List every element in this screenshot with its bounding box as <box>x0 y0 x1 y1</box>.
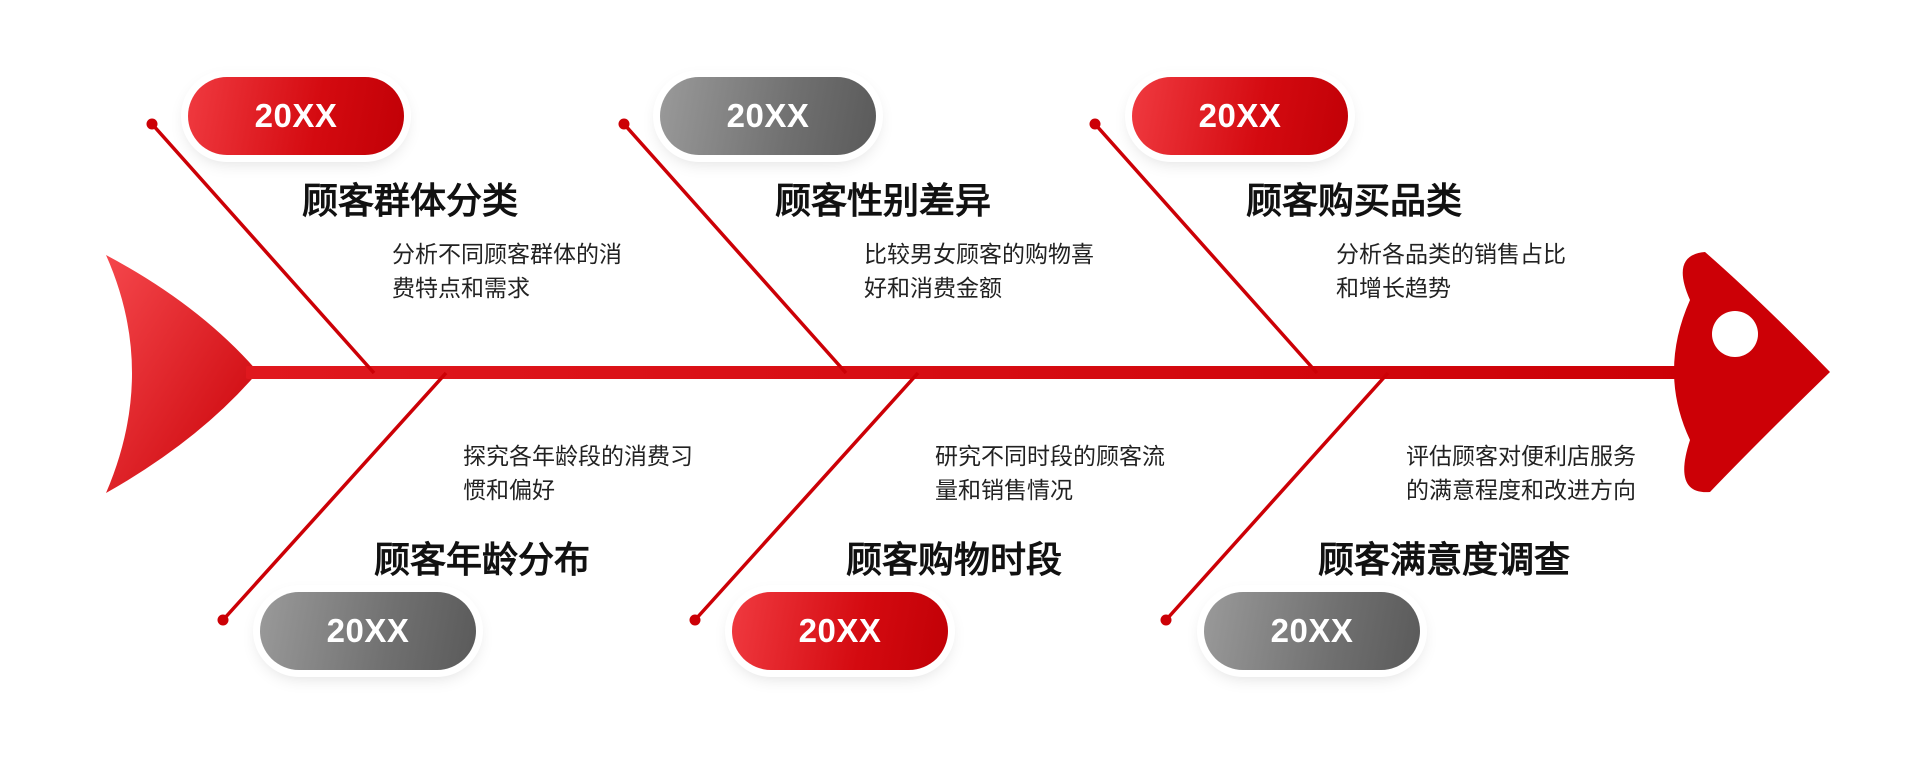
year-pill-6: 20XX <box>1204 592 1420 670</box>
fish-head <box>1674 252 1830 493</box>
branch-title-5: 顾客购物时段 <box>846 540 1063 581</box>
bone-5 <box>693 371 920 622</box>
fish-spine <box>246 366 1706 379</box>
branch-desc-3-line-2: 和增长趋势 <box>1336 276 1451 302</box>
year-pill-2: 20XX <box>660 77 876 155</box>
branch-title-4: 顾客年龄分布 <box>374 540 591 581</box>
bone-2-dot <box>618 118 630 130</box>
bone-1 <box>150 122 376 375</box>
branch-desc-2-line-2: 好和消费金额 <box>864 276 1002 302</box>
bone-6-dot <box>1160 614 1172 626</box>
branch-desc-2-line-1: 比较男女顾客的购物喜 <box>864 242 1094 268</box>
branch-title-1: 顾客群体分类 <box>302 181 519 222</box>
branch-desc-4: 探究各年龄段的消费习 惯和偏好 <box>463 440 723 508</box>
branch-title-2: 顾客性别差异 <box>775 181 992 222</box>
branch-desc-5-line-1: 研究不同时段的顾客流 <box>935 444 1165 470</box>
year-pill-4: 20XX <box>260 592 476 670</box>
year-pill-1: 20XX <box>188 77 404 155</box>
bone-1-dot <box>146 118 158 130</box>
branch-title-3: 顾客购买品类 <box>1246 181 1463 222</box>
branch-desc-6: 评估顾客对便利店服务 的满意程度和改进方向 <box>1406 440 1666 508</box>
branch-desc-4-line-2: 惯和偏好 <box>463 478 555 504</box>
bone-3-dot <box>1089 118 1101 130</box>
branch-desc-3-line-1: 分析各品类的销售占比 <box>1336 242 1566 268</box>
fish-tail <box>106 255 258 493</box>
branch-desc-6-line-2: 的满意程度和改进方向 <box>1406 478 1636 504</box>
branch-desc-1-line-1: 分析不同顾客群体的消 <box>392 242 622 268</box>
bone-4 <box>221 371 448 622</box>
year-pill-3: 20XX <box>1132 77 1348 155</box>
bone-3 <box>1093 122 1319 375</box>
branch-desc-6-line-1: 评估顾客对便利店服务 <box>1406 444 1636 470</box>
branch-desc-5-line-2: 量和销售情况 <box>935 478 1073 504</box>
branch-desc-1-line-2: 费特点和需求 <box>392 276 530 302</box>
branch-desc-3: 分析各品类的销售占比 和增长趋势 <box>1336 238 1596 306</box>
bone-6 <box>1164 371 1390 622</box>
branch-desc-4-line-1: 探究各年龄段的消费习 <box>463 444 693 470</box>
bone-2 <box>622 122 848 375</box>
bone-4-dot <box>217 614 229 626</box>
branch-title-6: 顾客满意度调查 <box>1318 540 1571 581</box>
branch-desc-1: 分析不同顾客群体的消 费特点和需求 <box>392 238 652 306</box>
year-pill-5: 20XX <box>732 592 948 670</box>
bone-5-dot <box>689 614 701 626</box>
fish-eye <box>1712 311 1758 357</box>
branch-desc-5: 研究不同时段的顾客流 量和销售情况 <box>935 440 1195 508</box>
branch-desc-2: 比较男女顾客的购物喜 好和消费金额 <box>864 238 1124 306</box>
